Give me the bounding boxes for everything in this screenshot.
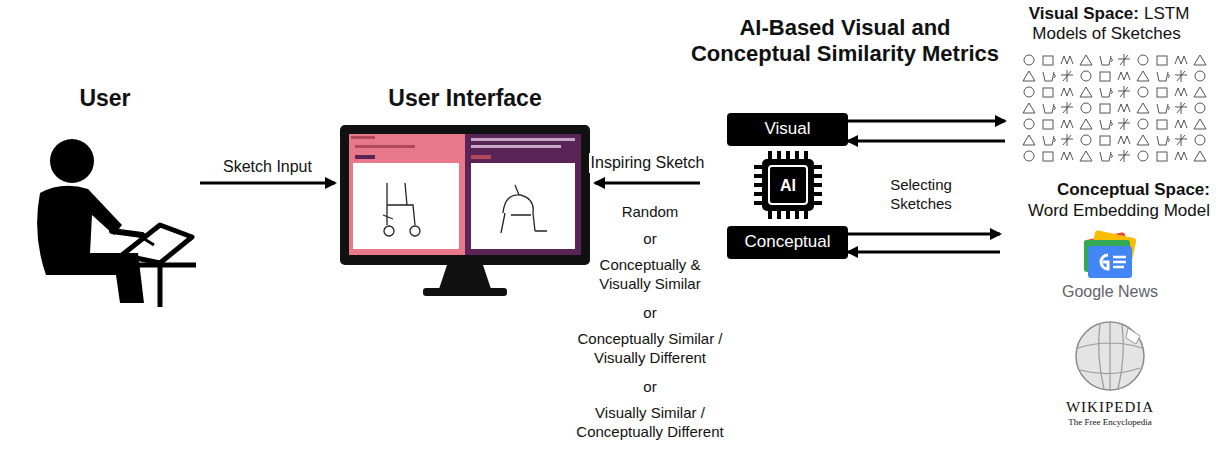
option-text: Conceptually & Visually Similar [575,256,725,294]
node-text: The Free Encyclopedia [1040,417,1180,428]
visual-space: Visual Space:LSTM Models of Sketches [1005,2,1213,170]
box-label: Conceptual [744,232,830,252]
flow-arrow [200,182,335,185]
node-text: User Interface [335,85,595,113]
heading-line: Visual Space:LSTM Models of Sketches [1009,4,1209,45]
user-icon [10,85,200,310]
node-text: WIKIPEDIA [1040,398,1180,416]
node-text: Conceptual Space: [1000,180,1210,200]
box-label: Visual [765,119,811,139]
flow-arrow [848,251,1000,254]
monitor: User Interface [335,85,595,310]
conceptual-box: Conceptual [727,226,848,259]
edge-label: Sketch Input [221,157,314,177]
option-text: Random [555,203,745,222]
option-text: Visually Similar / Conceptually Differen… [563,404,738,442]
option-separator: or [555,304,745,323]
ai-group: AI-Based Visual and Conceptual Similarit… [700,15,990,265]
monitor-icon [335,85,595,310]
user-figure: User [10,85,200,310]
flow-arrow [848,140,1005,143]
option-text: Conceptually Similar / Visually Differen… [565,330,735,368]
visual-box: Visual [727,113,848,146]
space-title: Visual Space: [1029,4,1139,23]
flow-arrow [595,182,700,185]
node-text: AI-Based Visual and Conceptual Similarit… [680,15,1010,68]
chip-label: AI [773,176,803,196]
node-text: Word Embedding Model [1000,201,1210,221]
arrow-label: Selecting Sketches [874,176,969,214]
conceptual-space: Conceptual Space:Word Embedding ModelGoo… [1000,178,1212,440]
flow-arrow [848,233,1000,236]
node-text: Google News [1040,282,1180,301]
flow-arrow [848,120,1005,123]
option-separator: or [555,230,745,249]
node-text: User [10,85,200,113]
option-separator: or [555,378,745,397]
edge-label: Inspiring Sketch [589,153,707,173]
